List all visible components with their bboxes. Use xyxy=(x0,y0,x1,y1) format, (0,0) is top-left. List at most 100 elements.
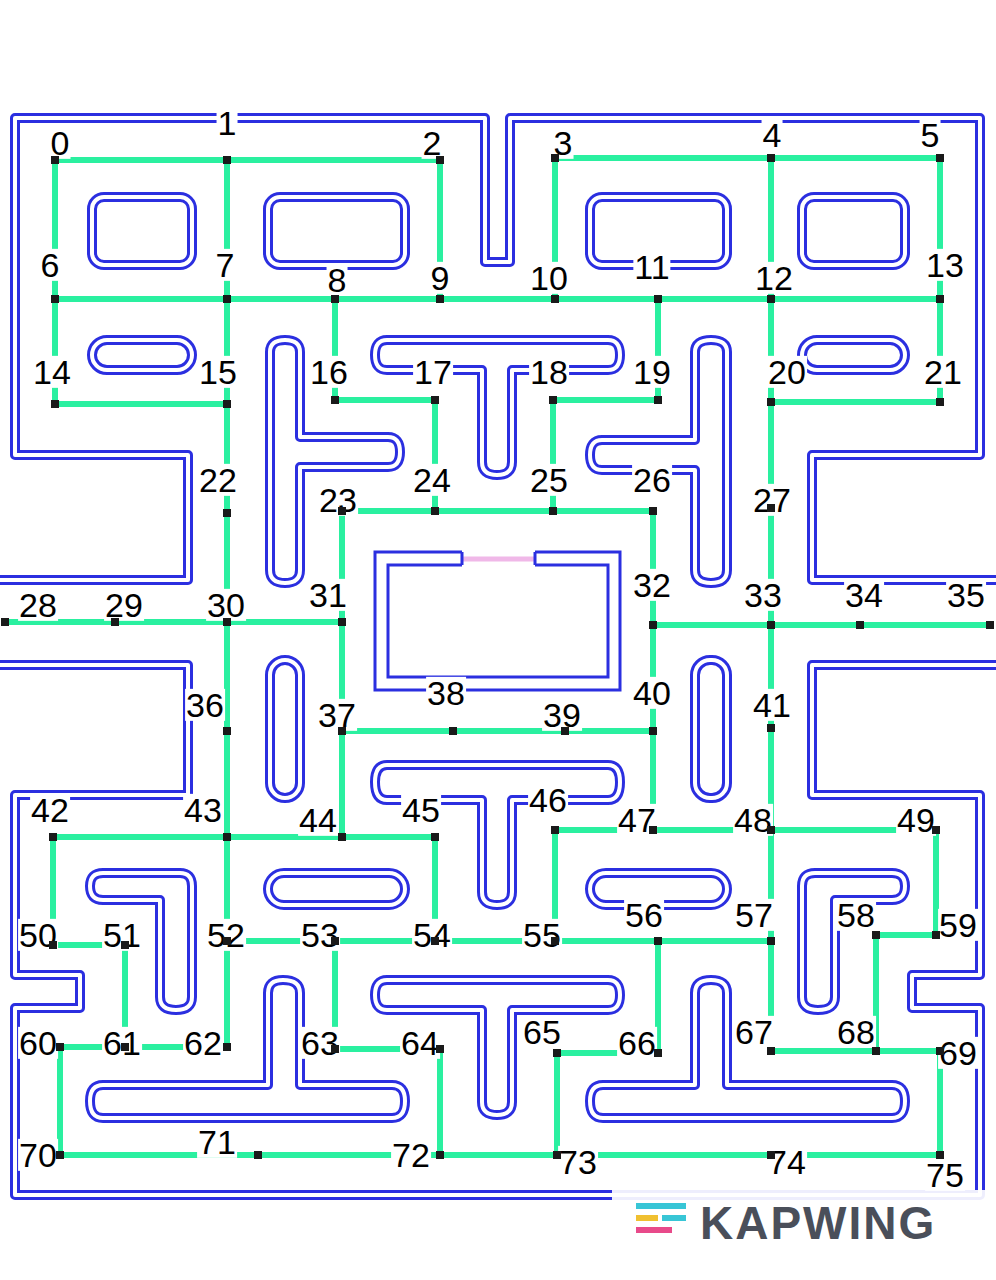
graph-edge xyxy=(59,157,223,163)
vertex-number: 24 xyxy=(412,464,452,496)
vertex-number: 25 xyxy=(529,464,569,496)
graph-vertex: 49 xyxy=(932,826,940,834)
vertex-number: 10 xyxy=(529,262,569,294)
vertex-number: 56 xyxy=(624,899,664,931)
vertex-dot xyxy=(553,1151,561,1159)
graph-vertex: 57 xyxy=(767,937,775,945)
graph-vertex: 72 xyxy=(436,1151,444,1159)
vertex-number: 64 xyxy=(400,1027,440,1059)
graph-vertex: 7 xyxy=(223,295,231,303)
vertex-dot xyxy=(986,621,994,629)
vertex-dot xyxy=(49,941,57,949)
vertex-dot xyxy=(121,1043,129,1051)
graph-vertex: 46 xyxy=(551,826,559,834)
graph-edge xyxy=(339,296,436,302)
vertex-dot xyxy=(331,295,339,303)
vertex-dot xyxy=(51,295,59,303)
logo-bar xyxy=(636,1203,686,1209)
graph-edge xyxy=(346,834,431,840)
watermark-band xyxy=(612,1190,996,1252)
graph-vertex: 21 xyxy=(936,398,944,406)
graph-vertex: 27 xyxy=(767,504,775,512)
vertex-number: 70 xyxy=(18,1139,58,1171)
vertex-number: 18 xyxy=(529,356,569,388)
graph-vertex: 58 xyxy=(872,931,880,939)
graph-vertex: 1 xyxy=(223,156,231,164)
graph-edge xyxy=(559,155,767,161)
graph-vertex: 36 xyxy=(223,727,231,735)
vertex-dot xyxy=(561,727,569,735)
vertex-dot xyxy=(932,931,940,939)
graph-vertex: 63 xyxy=(331,1045,339,1053)
vertex-dot xyxy=(449,727,457,735)
graph-edge xyxy=(439,508,549,514)
vertex-number: 17 xyxy=(413,356,453,388)
graph-vertex: 19 xyxy=(654,396,662,404)
graph-vertex: 16 xyxy=(331,396,339,404)
graph-vertex: 32 xyxy=(649,621,657,629)
graph-vertex: 56 xyxy=(654,937,662,945)
graph-edge xyxy=(444,296,551,302)
vertex-dot xyxy=(436,295,444,303)
graph-vertex: 73 xyxy=(553,1151,561,1159)
vertex-dot xyxy=(551,826,559,834)
vertex-number: 15 xyxy=(198,356,238,388)
graph-edge xyxy=(557,508,649,514)
graph-edge xyxy=(559,296,654,302)
vertex-dot xyxy=(338,727,346,735)
graph-vertex: 39 xyxy=(561,727,569,735)
graph-edge xyxy=(339,397,431,403)
vertex-dot xyxy=(936,1047,944,1055)
vertex-number: 7 xyxy=(215,249,236,281)
vertex-dot xyxy=(654,937,662,945)
vertex-dot xyxy=(431,396,439,404)
graph-vertex: 23 xyxy=(338,507,346,515)
vertex-dot xyxy=(436,1045,444,1053)
graph-vertex: 3 xyxy=(551,154,559,162)
vertex-dot xyxy=(649,727,657,735)
vertex-number: 9 xyxy=(430,262,451,294)
vertex-number: 40 xyxy=(632,677,672,709)
vertex-dot xyxy=(51,400,59,408)
graph-edge xyxy=(559,938,654,944)
vertex-dot xyxy=(649,621,657,629)
vertex-dot xyxy=(436,1151,444,1159)
vertex-number: 22 xyxy=(198,464,238,496)
graph-edge xyxy=(231,619,338,625)
graph-vertex: 61 xyxy=(121,1043,129,1051)
graph-vertex: 68 xyxy=(872,1047,880,1055)
graph-vertex: 71 xyxy=(254,1151,262,1159)
vertex-number: 38 xyxy=(426,677,466,709)
graph-vertex: 11 xyxy=(654,295,662,303)
ghost-house-outer xyxy=(375,552,620,690)
vertex-dot xyxy=(856,621,864,629)
logo-bar xyxy=(636,1215,658,1221)
graph-edge xyxy=(346,508,431,514)
graph-vertex: 51 xyxy=(121,941,129,949)
graph-edge xyxy=(59,296,223,302)
vertex-dot xyxy=(223,295,231,303)
vertex-dot xyxy=(767,724,775,732)
wall-gap xyxy=(0,118,996,1195)
vertex-dot xyxy=(936,1151,944,1159)
vertex-number: 52 xyxy=(206,919,246,951)
vertex-number: 16 xyxy=(309,356,349,388)
vertex-dot xyxy=(872,931,880,939)
graph-vertex: 69 xyxy=(936,1047,944,1055)
vertex-dot xyxy=(223,156,231,164)
vertex-dot xyxy=(223,833,231,841)
vertex-dot xyxy=(549,507,557,515)
graph-edge xyxy=(231,296,331,302)
vertex-number: 68 xyxy=(836,1016,876,1048)
vertex-dot xyxy=(767,937,775,945)
vertex-number: 0 xyxy=(50,127,71,159)
graph-edge xyxy=(224,735,230,833)
vertex-dot xyxy=(936,154,944,162)
vertex-number: 6 xyxy=(40,249,61,281)
vertex-dot xyxy=(51,156,59,164)
graph-vertex: 9 xyxy=(436,295,444,303)
vertex-number: 43 xyxy=(183,794,223,826)
vertex-number: 36 xyxy=(185,689,225,721)
vertex-number: 35 xyxy=(946,579,986,611)
